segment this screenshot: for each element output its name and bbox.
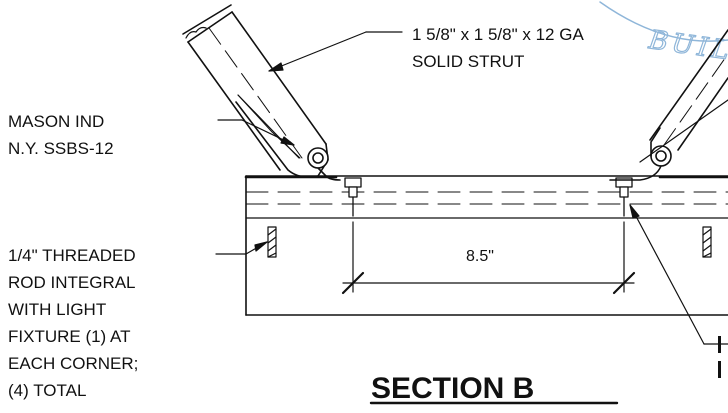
leader-mason (217, 119, 295, 146)
dimension-label: 8.5" (466, 248, 494, 265)
label-strut: 1 5/8" x 1 5/8" x 12 GA SOLID STRUT (412, 25, 584, 71)
threaded-rod-left (267, 226, 277, 258)
dimension-line (341, 221, 636, 295)
label-rod-line-2: ROD INTEGRAL (8, 273, 136, 292)
label-mason-line-1: MASON IND (8, 112, 104, 131)
clipped-label-fragment-1 (718, 336, 721, 353)
threaded-rod-right (702, 226, 712, 258)
clipped-label-fragment-2 (718, 361, 721, 378)
label-rod-line-1: 1/4" THREADED (8, 246, 136, 265)
mason-bracket-left (235, 101, 341, 181)
label-rod: 1/4" THREADED ROD INTEGRAL WITH LIGHT FI… (8, 246, 138, 400)
mason-bracket-right (609, 99, 728, 181)
light-fixture-body (245, 175, 728, 316)
bolt-right (615, 177, 633, 217)
leader-strut (268, 31, 403, 72)
label-strut-line-2: SOLID STRUT (412, 52, 524, 71)
leader-rod (215, 241, 268, 255)
label-mason: MASON IND N.Y. SSBS-12 (8, 112, 114, 158)
label-rod-line-4: FIXTURE (1) AT (8, 327, 130, 346)
stamp-watermark: BUILD (599, 1, 728, 71)
label-rod-line-6: (4) TOTAL (8, 381, 86, 400)
label-strut-line-1: 1 5/8" x 1 5/8" x 12 GA (412, 25, 584, 44)
label-rod-line-5: EACH CORNER; (8, 354, 138, 373)
label-rod-line-3: WITH LIGHT (8, 300, 106, 319)
section-title: SECTION B (371, 372, 534, 405)
strut-left (182, 4, 327, 171)
strut-right (649, 29, 728, 151)
label-mason-line-2: N.Y. SSBS-12 (8, 139, 114, 158)
leader-bolt (629, 204, 728, 345)
bolt-left (344, 177, 362, 217)
